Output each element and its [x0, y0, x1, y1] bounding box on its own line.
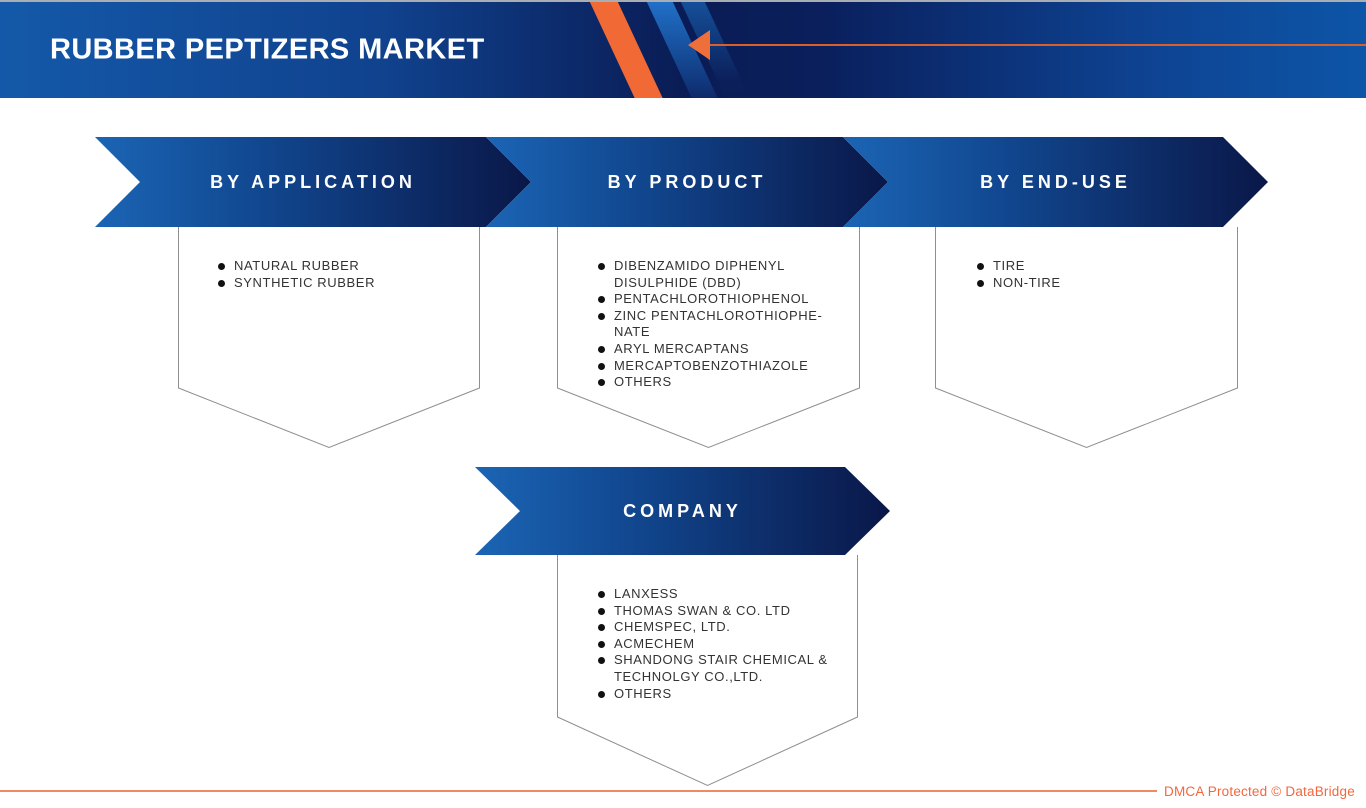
list-item-label: SHANDONG STAIR CHEMICAL & TECHNOLGY CO.,… [614, 652, 828, 684]
bullet-icon [598, 263, 605, 270]
bullet-icon [598, 345, 605, 353]
header-banner: RUBBER PEPTIZERS MARKET [0, 0, 1366, 98]
list-item: ARYL MERCAPTANS [598, 341, 850, 358]
pennant-outline-application [178, 227, 480, 449]
ribbon-company: COMPANY [475, 467, 890, 555]
list-item: SYNTHETIC RUBBER [218, 275, 470, 292]
list-item-label: ACMECHEM [614, 635, 695, 651]
pennant-outline-product [557, 227, 860, 449]
list-item-label: NATURAL RUBBER [234, 258, 360, 273]
list-item: OTHERS [598, 374, 850, 391]
list-item: LANXESS [598, 586, 850, 603]
list-item-label: OTHERS [614, 374, 672, 390]
bullet-icon [598, 362, 605, 370]
bullet-icon [598, 312, 605, 320]
bullet-icon [598, 607, 605, 615]
list-item-label: SYNTHETIC RUBBER [234, 274, 376, 290]
list-item-label: PENTACHLOROTHIOPHENOL [614, 291, 810, 307]
list-item-label: ZINC PENTACHLOROTHIOPHE- NATE [614, 307, 823, 340]
bullet-icon [218, 279, 225, 287]
list-item: OTHERS [598, 686, 850, 703]
ribbon-by-application: BY APPLICATION [95, 137, 531, 227]
list-by-end-use: TIRE NON-TIRE [977, 258, 1229, 291]
list-item: NATURAL RUBBER [218, 258, 470, 275]
ribbon-label: BY APPLICATION [210, 171, 416, 192]
bullet-icon [598, 640, 605, 648]
bullet-icon [598, 591, 605, 598]
list-company: LANXESS THOMAS SWAN & CO. LTD CHEMSPEC, … [598, 586, 850, 702]
list-item: DIBENZAMIDO DIPHENYL DISULPHIDE (DBD) [598, 258, 850, 291]
arrow-line [710, 44, 1366, 46]
pennant-outline-company [557, 555, 858, 787]
bullet-icon [598, 624, 605, 632]
list-item: ACMECHEM [598, 636, 850, 653]
list-item: MERCAPTOBENZOTHIAZOLE [598, 358, 850, 375]
list-item: THOMAS SWAN & CO. LTD [598, 603, 850, 620]
bullet-icon [977, 279, 984, 287]
pennant-outline-end-use [935, 227, 1238, 449]
list-item-label: CHEMSPEC, LTD. [614, 619, 731, 635]
bullet-icon [598, 379, 605, 387]
list-item: ZINC PENTACHLOROTHIOPHE- NATE [598, 308, 850, 341]
page-title: RUBBER PEPTIZERS MARKET [50, 33, 485, 66]
list-item-label: NON-TIRE [993, 274, 1061, 290]
ribbon-by-end-use: BY END-USE [843, 137, 1268, 227]
dmca-watermark: DMCA Protected © DataBridge [1164, 784, 1355, 799]
footer-divider-line [0, 790, 1157, 792]
bullet-icon [598, 657, 605, 665]
ribbon-label: BY END-USE [980, 171, 1131, 192]
list-item-label: MERCAPTOBENZOTHIAZOLE [614, 357, 809, 373]
list-item-label: DIBENZAMIDO DIPHENYL DISULPHIDE (DBD) [614, 258, 785, 290]
list-by-product: DIBENZAMIDO DIPHENYL DISULPHIDE (DBD) PE… [598, 258, 850, 391]
list-item: CHEMSPEC, LTD. [598, 619, 850, 636]
ribbon-by-product: BY PRODUCT [486, 137, 888, 227]
bullet-icon [977, 263, 984, 270]
bullet-icon [598, 690, 605, 698]
list-item-label: ARYL MERCAPTANS [614, 340, 750, 356]
bullet-icon [598, 296, 605, 304]
bullet-icon [218, 263, 225, 270]
left-arrow-icon [688, 30, 710, 60]
list-item: TIRE [977, 258, 1229, 275]
list-item: PENTACHLOROTHIOPHENOL [598, 291, 850, 308]
list-item-label: OTHERS [614, 685, 672, 701]
list-item-label: TIRE [993, 258, 1026, 273]
list-item: SHANDONG STAIR CHEMICAL & TECHNOLGY CO.,… [598, 652, 850, 685]
list-item: NON-TIRE [977, 275, 1229, 292]
list-item-label: LANXESS [614, 586, 679, 601]
ribbon-label: BY PRODUCT [607, 171, 767, 192]
list-by-application: NATURAL RUBBER SYNTHETIC RUBBER [218, 258, 470, 291]
list-item-label: THOMAS SWAN & CO. LTD [614, 602, 791, 618]
ribbon-label: COMPANY [623, 500, 742, 521]
